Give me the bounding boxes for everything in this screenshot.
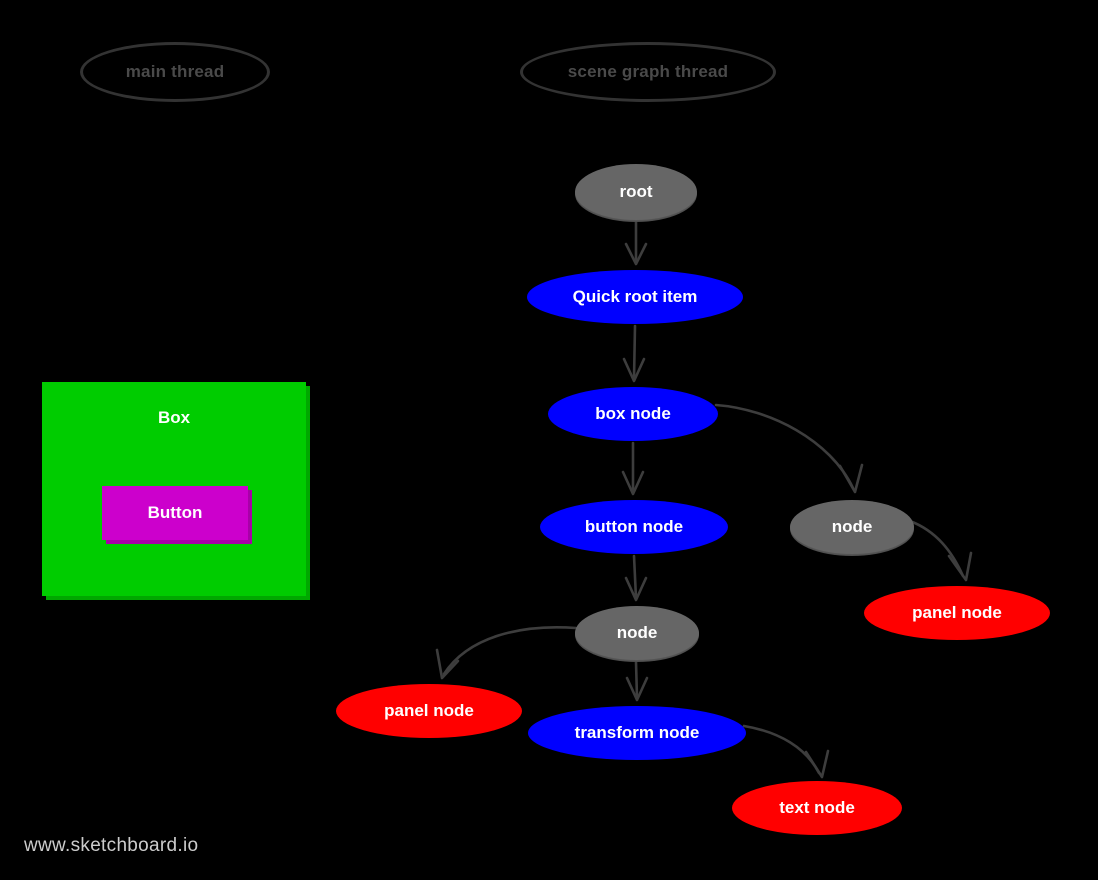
- node-box-node-label: box node: [595, 403, 671, 423]
- node-panel-node-right[interactable]: panel node: [864, 586, 1050, 640]
- lane-main-thread-label: main thread: [125, 62, 225, 81]
- node-node-right-label: node: [831, 516, 873, 536]
- edge-quick-root-item-to-box-node: [622, 324, 646, 383]
- node-panel-node-left-label: panel node: [384, 700, 474, 720]
- node-node-center[interactable]: node: [575, 606, 699, 660]
- edge-node-center-to-panel-node-left: [435, 626, 578, 680]
- node-transform-node[interactable]: transform node: [528, 706, 746, 760]
- node-quick-root-item-label: Quick root item: [572, 286, 698, 306]
- edge-box-node-to-button-node: [621, 441, 645, 496]
- ui-button-label: Button: [147, 503, 203, 522]
- node-transform-node-label: transform node: [574, 722, 700, 742]
- node-box-node[interactable]: box node: [548, 387, 718, 441]
- edge-transform-node-to-text-node: [742, 724, 830, 779]
- node-node-right[interactable]: node: [790, 500, 914, 554]
- edge-node-center-to-transform-node: [625, 660, 649, 702]
- lane-scene-graph-thread-label: scene graph thread: [567, 62, 729, 81]
- edge-node-right-to-panel-node-right: [908, 519, 973, 582]
- node-button-node[interactable]: button node: [540, 500, 728, 554]
- ui-box-label: Box: [157, 408, 191, 427]
- lane-main-thread: main thread: [80, 42, 270, 102]
- node-panel-node-left[interactable]: panel node: [336, 684, 522, 738]
- node-panel-node-right-label: panel node: [912, 602, 1002, 622]
- edge-root-to-quick-root-item: [624, 220, 648, 266]
- watermark: www.sketchboard.io: [24, 835, 199, 856]
- lane-scene-graph-thread: scene graph thread: [520, 42, 776, 102]
- node-text-node-label: text node: [779, 797, 855, 817]
- node-root[interactable]: root: [575, 164, 697, 220]
- ui-button-preview[interactable]: Button: [102, 486, 248, 540]
- node-quick-root-item[interactable]: Quick root item: [527, 270, 743, 324]
- edge-button-node-to-node-center: [624, 554, 648, 602]
- node-root-label: root: [619, 181, 653, 201]
- node-node-center-label: node: [616, 622, 658, 642]
- node-button-node-label: button node: [584, 516, 684, 536]
- edge-box-node-to-node-right: [714, 403, 864, 494]
- node-text-node[interactable]: text node: [732, 781, 902, 835]
